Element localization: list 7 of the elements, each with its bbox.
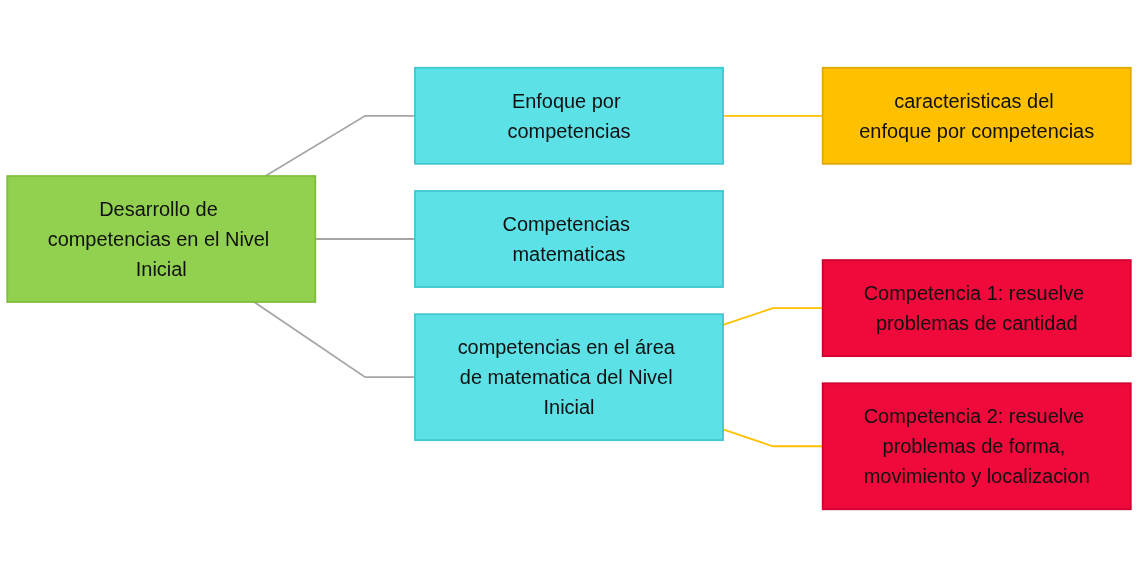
node-box: Competencia 2: resuelve problemas de forma, movimiento y localizacion [821, 382, 1132, 511]
node-box: caracteristicas del enfoque por competencias [821, 66, 1132, 165]
node-box: Competencias matematicas [414, 190, 724, 288]
node-box: Desarrollo de competencias en el Nivel Inicial [6, 175, 317, 303]
node-box: competencias en el área de matematica del Nivel Inicial [414, 313, 724, 442]
node-box: Enfoque por competencias [414, 66, 724, 165]
node-box: Competencia 1: resuelve problemas de cantidad [821, 259, 1132, 357]
